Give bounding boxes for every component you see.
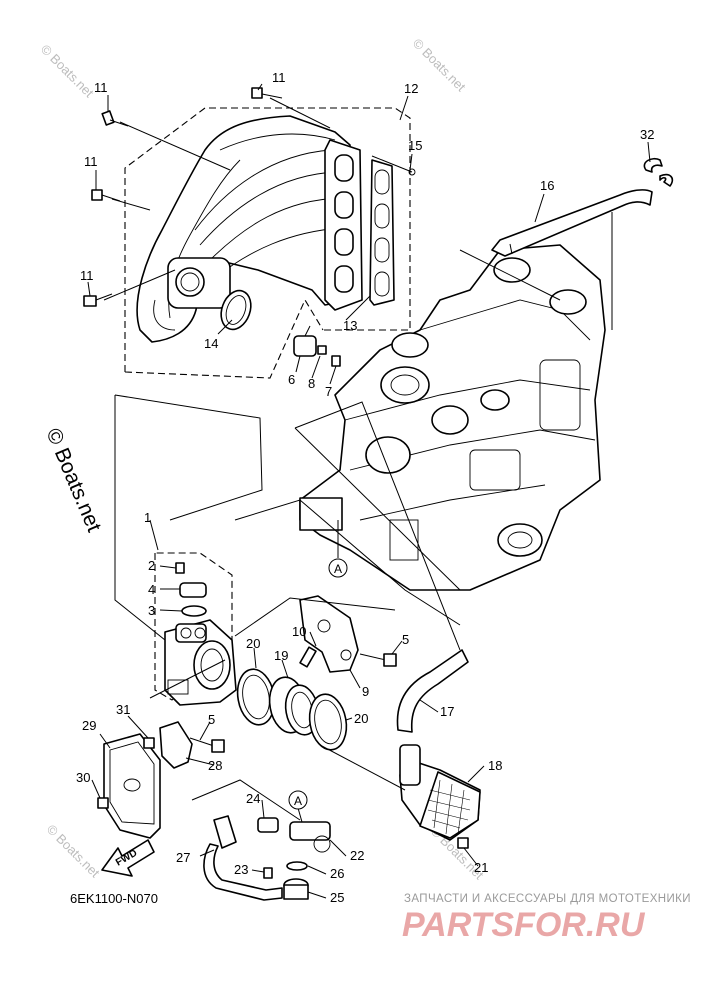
o-ring-14-inner (225, 295, 247, 325)
callout-18: 18 (488, 758, 502, 773)
callout-29: 29 (82, 718, 96, 733)
callout-3: 3 (148, 603, 155, 618)
manifold-flange (324, 139, 363, 311)
leader-lines (87, 83, 651, 899)
callout-11-b: 11 (272, 70, 286, 85)
bolt-10 (299, 646, 317, 668)
clamp-20-right-inner (314, 699, 342, 745)
engine-block (299, 244, 606, 591)
watermark-top-center: © Boats.net (410, 36, 469, 95)
bolt-11-d (83, 293, 113, 307)
callout-7: 7 (325, 384, 332, 399)
callout-17: 17 (440, 704, 454, 719)
callout-22: 22 (350, 848, 364, 863)
callout-28: 28 (208, 758, 222, 773)
callout-5-lower: 5 (208, 712, 215, 727)
callout-11-c: 11 (84, 154, 98, 169)
callout-21: 21 (474, 860, 488, 875)
callout-6: 6 (288, 372, 295, 387)
svg-text:A: A (334, 562, 342, 576)
diagram-code: 6EK1100-N070 (70, 891, 158, 906)
callout-20-left: 20 (246, 636, 260, 651)
bolt-11-a (101, 110, 129, 127)
hose-16 (491, 189, 653, 257)
callout-8: 8 (308, 376, 315, 391)
callout-14: 14 (204, 336, 218, 351)
group-box-intake-manifold (124, 107, 411, 379)
clamp-20-left-inner (242, 674, 270, 720)
o-ring-3 (181, 605, 207, 617)
callout-27: 27 (176, 850, 190, 865)
callout-10: 10 (292, 624, 306, 639)
hose-27 (203, 843, 283, 901)
bolt-11-c (91, 189, 121, 202)
silencer-18 (399, 744, 481, 841)
screw-8 (317, 345, 327, 355)
clip-32 (643, 157, 674, 187)
throttle-body (164, 619, 237, 706)
screw-23 (263, 867, 273, 879)
bolt-11-b (251, 87, 283, 99)
callout-11-a: 11 (94, 80, 108, 95)
callout-15: 15 (408, 138, 422, 153)
bolt-21 (457, 837, 469, 849)
callout-1: 1 (144, 510, 151, 525)
callout-13: 13 (343, 318, 357, 333)
grommet-31 (143, 737, 155, 749)
hose-27-upper (213, 815, 237, 849)
filter-24 (257, 817, 279, 833)
callout-16: 16 (540, 178, 554, 193)
hose-17 (396, 649, 469, 733)
clamp-20-right (308, 693, 348, 751)
watermark-bottom-left: © Boats.net (44, 822, 103, 881)
callout-20-right: 20 (354, 711, 368, 726)
callout-32: 32 (640, 127, 654, 142)
callout-5-upper: 5 (402, 632, 409, 647)
callout-25: 25 (330, 890, 344, 905)
svg-text:A: A (294, 794, 302, 808)
assembly-guide-lines (103, 97, 613, 821)
stud-15 (371, 155, 416, 176)
bolt-5-upper (359, 653, 397, 667)
callout-24: 24 (246, 791, 260, 806)
callout-30: 30 (76, 770, 90, 785)
sensor-22 (289, 821, 331, 853)
screw-2 (175, 562, 185, 574)
promo-tagline: ЗАПЧАСТИ И АКСЕССУАРЫ ДЛЯ МОТОТЕХНИКИ (404, 893, 691, 905)
callout-23: 23 (234, 862, 248, 877)
watermark-main: © Boats.net (41, 425, 105, 535)
o-ring-14 (220, 289, 252, 331)
callout-4: 4 (148, 582, 155, 597)
fwd-arrow: FWD (101, 839, 155, 877)
callout-19: 19 (274, 648, 288, 663)
callout-26: 26 (330, 866, 344, 881)
callout-11-d: 11 (80, 268, 94, 283)
callout-numbers: 11 11 11 11 12 15 13 14 6 8 7 16 32 1 2 … (76, 70, 654, 905)
callout-12: 12 (404, 81, 418, 96)
sensor-4 (179, 582, 207, 598)
fitting-25 (283, 878, 309, 900)
bolt-5-lower (189, 737, 225, 753)
joint-hose-19 (268, 676, 320, 736)
callout-31: 31 (116, 702, 130, 717)
o-ring-26 (286, 861, 308, 871)
manifold-gasket (369, 159, 395, 306)
watermark-top-left: © Boats.net (38, 42, 97, 101)
callout-2: 2 (148, 558, 155, 573)
intake-manifold (136, 115, 351, 343)
cover-29 (103, 733, 161, 839)
bolt-11-set (83, 87, 283, 307)
sensor-6 (293, 325, 317, 357)
bolt-30 (97, 797, 109, 809)
promo-brand: PARTSFOR.RU (402, 906, 646, 944)
callout-9: 9 (362, 684, 369, 699)
ref-marker-a-sensor: A (288, 790, 308, 810)
ref-marker-a-engine: A (328, 558, 348, 578)
bracket-28 (159, 721, 193, 769)
screw-7 (331, 355, 341, 367)
